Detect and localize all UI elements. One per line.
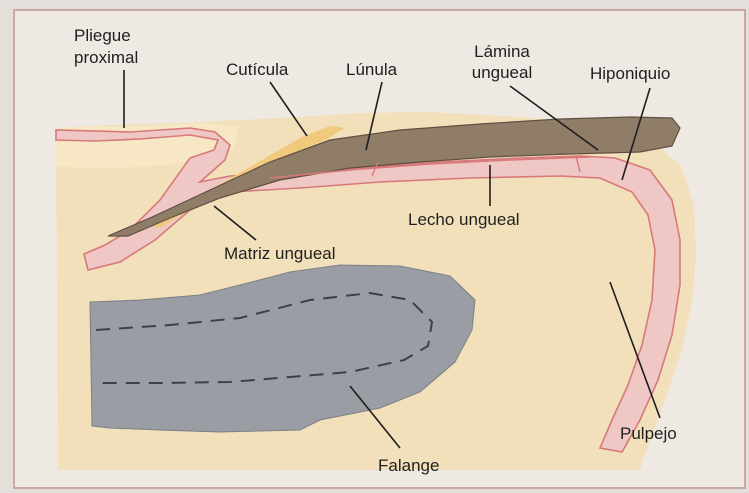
label-pliegue-proximal-line1: Pliegue [74,26,131,45]
label-lecho-ungueal: Lecho ungueal [408,210,520,229]
label-lunula: Lúnula [346,60,397,79]
label-pulpejo: Pulpejo [620,424,677,443]
label-lamina-ungueal-line1: Lámina [462,42,542,61]
label-cuticula: Cutícula [226,60,288,79]
label-lamina-ungueal-line2: ungueal [462,63,542,82]
label-pliegue-proximal-line2: proximal [74,48,138,67]
label-falange: Falange [378,456,439,475]
label-matriz-ungueal: Matriz ungueal [224,244,336,263]
label-hiponiquio: Hiponiquio [590,64,670,83]
